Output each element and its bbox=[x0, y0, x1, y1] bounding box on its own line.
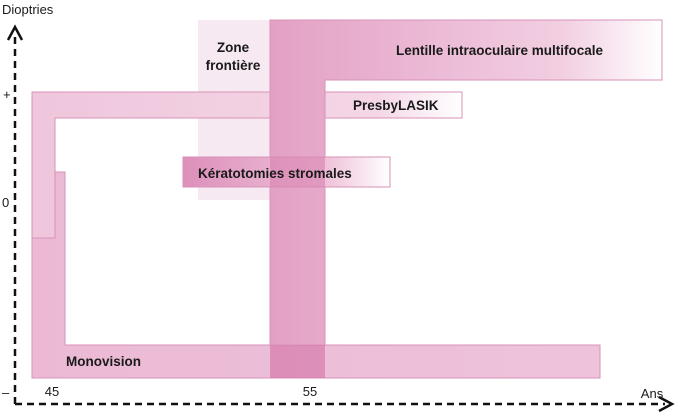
presbylasik-label: PresbyLASIK bbox=[353, 98, 439, 113]
zone-frontiere-label-line2: frontière bbox=[206, 58, 261, 73]
presbylasik-band bbox=[31, 91, 463, 239]
monovision-label: Monovision bbox=[66, 354, 141, 369]
x-tick-45: 45 bbox=[45, 384, 59, 399]
y-tick-minus: – bbox=[2, 385, 10, 400]
y-axis-label: Dioptries bbox=[2, 2, 54, 17]
y-tick-plus: + bbox=[3, 87, 11, 102]
lentille-label: Lentille intraoculaire multifocale bbox=[396, 43, 604, 58]
y-tick-zero: 0 bbox=[2, 195, 9, 210]
x-axis-arrow bbox=[658, 395, 675, 413]
x-axis-label: Ans bbox=[641, 386, 664, 401]
x-tick-55: 55 bbox=[303, 384, 317, 399]
y-axis-arrow bbox=[6, 24, 24, 41]
zone-frontiere-label-line1: Zone bbox=[217, 40, 250, 55]
overlap-mono-lentille bbox=[270, 345, 325, 378]
overlap-kerato-lentille bbox=[270, 157, 325, 187]
keratotomies-label: Kératotomies stromales bbox=[198, 166, 352, 181]
